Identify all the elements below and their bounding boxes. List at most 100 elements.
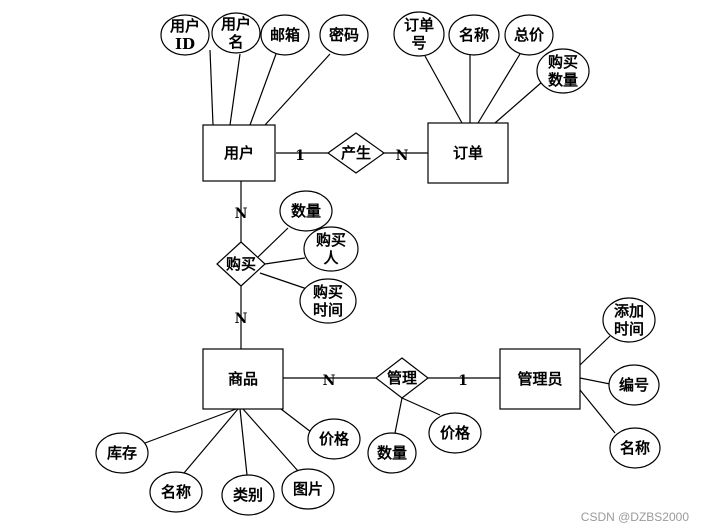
attribute-label: 名 [228, 33, 243, 51]
attribute-ellipse [448, 14, 500, 56]
attribute-admin-name: 名称 [609, 427, 661, 469]
attribute-ellipse [211, 12, 261, 54]
attribute-label: 用户 [170, 17, 200, 35]
cardinality-produce-order: N [396, 148, 409, 164]
relationship-diamond [375, 357, 429, 399]
attribute-goods-name: 名称 [149, 471, 203, 513]
entity-label: 商品 [228, 370, 258, 388]
attribute-label: 人 [323, 249, 339, 267]
attribute-ellipse [260, 14, 310, 56]
attribute-label: 数量 [548, 71, 578, 89]
attribute-label: 价格 [319, 430, 350, 448]
relationship-manage: 管理 [375, 357, 429, 399]
attribute-manage-qty: 数量 [367, 432, 417, 474]
attribute-label: 订单 [404, 16, 434, 34]
attribute-ellipse [393, 11, 445, 57]
entity-label: 订单 [453, 144, 483, 162]
entity-order: 订单 [427, 122, 509, 184]
entity-label: 用户 [224, 144, 254, 162]
attribute-user-pwd: 密码 [319, 14, 369, 56]
attribute-ellipse [149, 471, 203, 513]
attribute-line-user-email [249, 53, 277, 126]
attribute-line-buy-time [259, 272, 311, 291]
attribute-label: 名称 [459, 26, 489, 44]
attribute-label: 总价 [514, 26, 545, 44]
attribute-line-goods-cat [239, 408, 248, 476]
diagram-nodes: 用户订单商品管理员产生购买管理用户ID用户名邮箱密码订单号名称总价购买数量数量购… [95, 11, 661, 516]
attribute-label: ID [175, 35, 195, 53]
attribute-label: 用户 [221, 15, 251, 33]
attribute-line-order-qty [494, 81, 543, 124]
attribute-ellipse [160, 14, 210, 56]
attribute-line-admin-no [579, 377, 611, 385]
relationship-buy: 购买 [216, 241, 266, 287]
attribute-goods-price: 价格 [307, 418, 361, 460]
attribute-buy-qty: 数量 [279, 190, 333, 232]
attribute-label: 名称 [620, 439, 650, 457]
attribute-manage-price: 价格 [428, 412, 482, 454]
attribute-buy-person: 购买人 [303, 226, 359, 272]
entity-box [202, 348, 284, 410]
attribute-user-email: 邮箱 [260, 14, 310, 56]
attribute-label: 名称 [161, 483, 191, 501]
attribute-line-goods-stock [144, 408, 237, 444]
entity-admin: 管理员 [499, 348, 581, 410]
cardinality-buy-goods: N [235, 311, 248, 327]
attribute-ellipse [221, 474, 275, 516]
attribute-goods-stock: 库存 [95, 432, 149, 474]
cardinality-produce-user: 1 [295, 148, 305, 164]
attribute-label: 购买 [313, 283, 343, 301]
attribute-ellipse [299, 278, 357, 324]
attribute-line-buy-person [264, 257, 306, 265]
attribute-label: 邮箱 [270, 26, 300, 44]
attribute-line-manage-qty [394, 397, 403, 434]
cardinality-manage-goods: N [323, 373, 336, 389]
attribute-label: 类别 [233, 486, 263, 504]
attribute-label: 数量 [291, 202, 321, 220]
attribute-line-order-total [477, 53, 521, 124]
attribute-ellipse [319, 14, 369, 56]
attribute-ellipse [279, 190, 333, 232]
relationship-label: 购买 [226, 255, 256, 273]
relationship-produce: 产生 [326, 132, 386, 174]
attribute-ellipse [428, 412, 482, 454]
relationship-label: 管理 [387, 369, 417, 387]
attribute-label: 图片 [293, 480, 323, 498]
attribute-line-admin-name [579, 389, 616, 434]
attribute-label: 时间 [313, 301, 343, 319]
attribute-line-goods-price [280, 408, 312, 433]
attribute-order-total: 总价 [504, 14, 554, 56]
cardinality-buy-user: N [235, 206, 248, 222]
attribute-ellipse [95, 432, 149, 474]
attribute-line-user-name [229, 53, 241, 126]
attribute-ellipse [281, 468, 335, 510]
attribute-ellipse [609, 427, 661, 469]
entity-goods: 商品 [202, 348, 284, 410]
attribute-goods-cat: 类别 [221, 474, 275, 516]
attribute-label: 添加 [614, 302, 644, 320]
entity-user: 用户 [202, 124, 276, 182]
attribute-admin-no: 编号 [608, 364, 660, 406]
attribute-ellipse [303, 226, 359, 272]
attribute-line-buy-qty [257, 227, 289, 258]
cardinality-manage-admin: 1 [458, 373, 468, 389]
attribute-label: 时间 [614, 320, 644, 338]
attribute-label: 价格 [440, 424, 471, 442]
attribute-line-goods-img [242, 408, 299, 472]
relationship-diamond [326, 132, 386, 174]
connector-lines [144, 49, 616, 476]
entity-label: 管理员 [517, 370, 562, 388]
attribute-ellipse [307, 418, 361, 460]
attribute-ellipse [536, 48, 590, 94]
attribute-ellipse [608, 364, 660, 406]
entity-box [202, 124, 276, 182]
attribute-line-user-pwd [264, 53, 331, 126]
attribute-line-admin-time [579, 335, 611, 366]
relationship-diamond [216, 241, 266, 287]
